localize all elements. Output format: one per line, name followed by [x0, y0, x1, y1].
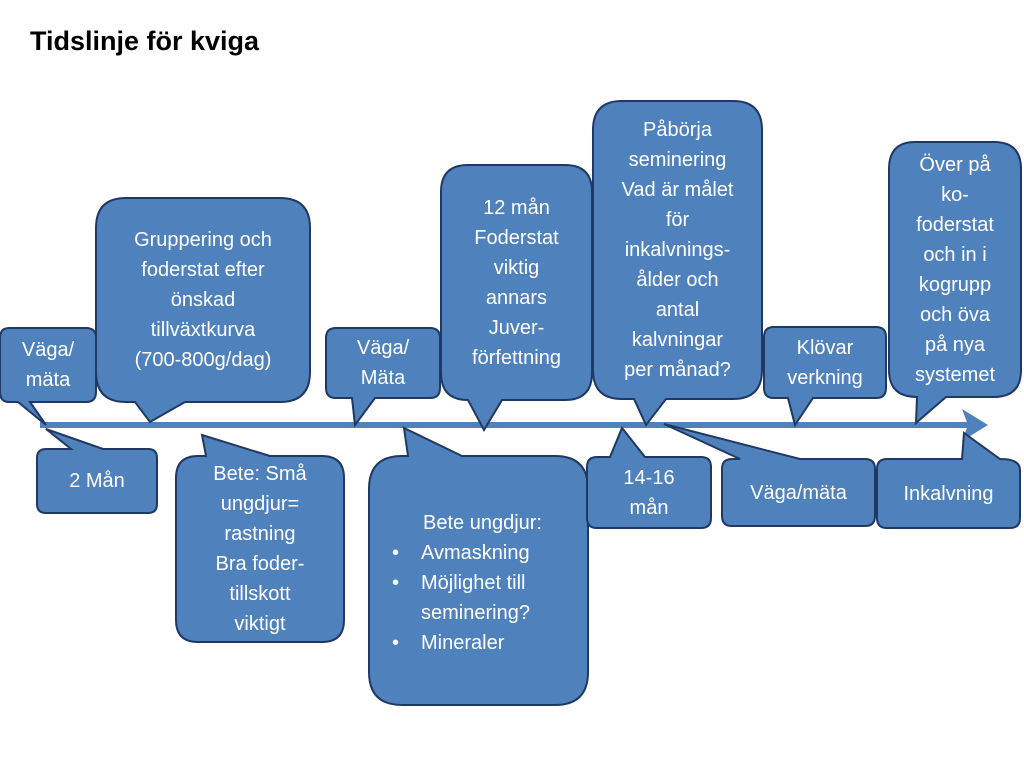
callout-text-over-pa: Över på ko- foderstat och in i kogrupp o…	[889, 142, 1021, 397]
list-item: Mineraler	[387, 628, 530, 658]
label-2-man: 2 Mån	[69, 470, 125, 492]
label-vaga-mata-3: Väga/mäta	[750, 481, 847, 504]
label-paborja-seminering: Påbörja seminering Vad är målet för inka…	[621, 119, 734, 381]
slide-title: Tidslinje för kviga	[30, 26, 260, 56]
list-item: Möjlighet till seminering?	[387, 568, 530, 628]
callout-text-gruppering: Gruppering och foderstat efter önskad ti…	[96, 198, 310, 402]
label-14-16-man: 14-16 mån	[623, 466, 675, 519]
label-bete-ungdjur: Bete ungdjur:	[423, 512, 542, 534]
bete-ungdjur-list: Avmaskning Möjlighet till seminering? Mi…	[387, 538, 530, 658]
callout-text-14-16: 14-16 mån	[587, 457, 711, 528]
callout-vaga-2	[325, 327, 441, 428]
callout-14-16	[586, 426, 712, 529]
label-over-pa-kofoderstat: Över på ko- foderstat och in i kogrupp o…	[914, 153, 996, 386]
callout-text-2-man: 2 Mån	[37, 449, 157, 513]
callout-paborja	[592, 100, 763, 427]
callout-bete-1	[175, 433, 345, 643]
callout-text-vaga-2: Väga/ Mäta	[326, 328, 440, 398]
callout-text-inkalvning: Inkalvning	[877, 459, 1020, 528]
callout-inkalvning	[876, 431, 1021, 529]
callout-text-klovar: Klövar verkning	[764, 327, 886, 398]
label-inkalvning: Inkalvning	[903, 482, 994, 505]
callout-gruppering	[95, 197, 311, 424]
label-klovar-verkning: Klövar verkning	[787, 336, 863, 389]
callout-12-man	[440, 164, 593, 433]
callout-vaga-3	[663, 423, 876, 527]
list-item: Avmaskning	[387, 538, 530, 568]
callout-text-bete-1: Bete: Små ungdjur= rastning Bra foder- t…	[176, 456, 344, 642]
callout-over-pa	[888, 141, 1022, 426]
label-vaga-mata-1: Väga/ mäta	[21, 339, 75, 391]
callout-text-vaga-1: Väga/ mäta	[0, 328, 96, 402]
callout-text-bete-2: Bete ungdjur: Avmaskning Möjlighet till …	[369, 456, 588, 705]
callout-text-12-man: 12 mån Foderstat viktig annars Juver- fö…	[441, 165, 592, 400]
callout-2-man	[36, 428, 158, 514]
label-gruppering: Gruppering och foderstat efter önskad ti…	[134, 229, 272, 371]
callout-text-paborja: Påbörja seminering Vad är målet för inka…	[593, 101, 762, 399]
label-vaga-mata-2: Väga/ Mäta	[356, 337, 410, 389]
callout-text-vaga-3: Väga/mäta	[722, 459, 875, 526]
timeline-arrowhead	[962, 409, 988, 441]
label-12-man: 12 mån Foderstat viktig annars Juver- fö…	[472, 196, 561, 369]
label-bete-sma-ungdjur: Bete: Små ungdjur= rastning Bra foder- t…	[213, 463, 307, 635]
callout-klovar	[763, 326, 887, 428]
